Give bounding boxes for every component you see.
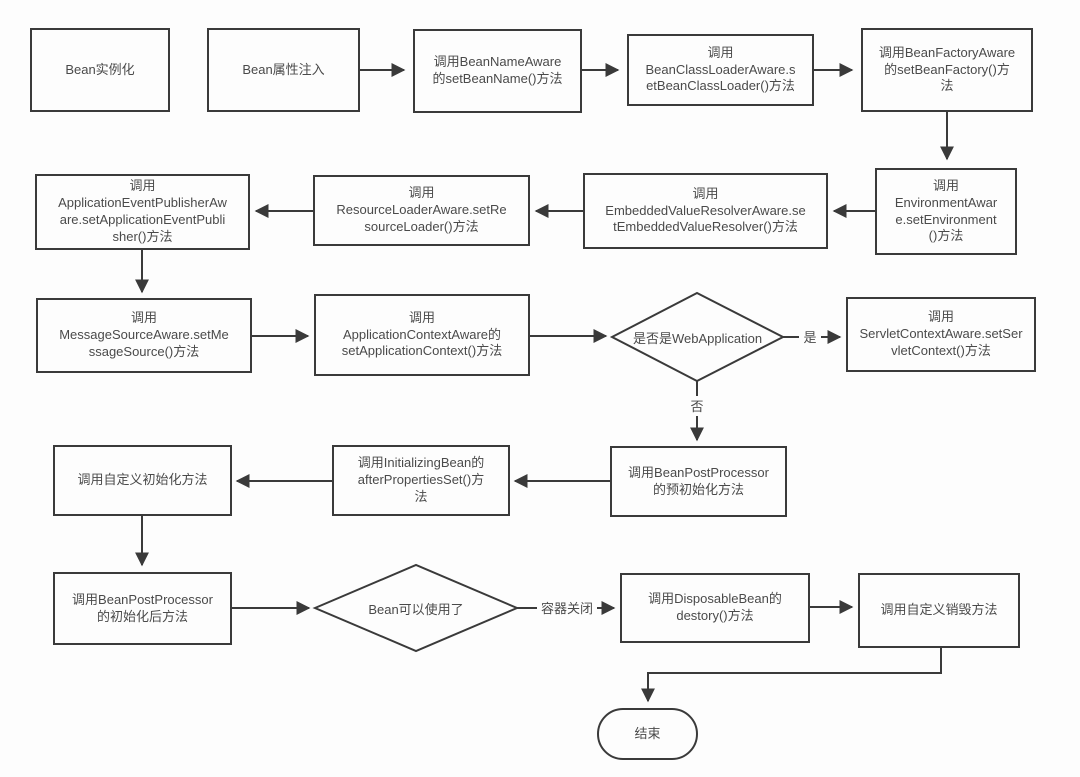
decision-bean-ready-label: Bean可以使用了: [368, 601, 464, 617]
node-disposable-bean: 调用DisposableBean的 destory()方法: [620, 573, 810, 643]
node-custom-init: 调用自定义初始化方法: [53, 445, 232, 516]
edge-label-no: 否: [686, 396, 708, 416]
node-bean-instantiation: Bean实例化: [30, 28, 170, 112]
node-application-context-aware: 调用 ApplicationContextAware的 setApplicati…: [314, 294, 530, 376]
node-bean-class-loader-aware: 调用 BeanClassLoaderAware.s etBeanClassLoa…: [627, 34, 814, 106]
node-message-source-aware: 调用 MessageSourceAware.setMe ssageSource(…: [36, 298, 252, 373]
edge-custom-destroy-to-end: [641, 648, 942, 703]
decision-is-web-application-shape: [609, 291, 786, 383]
node-bean-factory-aware: 调用BeanFactoryAware 的setBeanFactory()方 法: [861, 28, 1033, 112]
node-bean-post-processor-pre-init: 调用BeanPostProcessor 的预初始化方法: [610, 446, 787, 517]
node-initializing-bean: 调用InitializingBean的 afterPropertiesSet()…: [332, 445, 510, 516]
node-embedded-value-resolver-aware: 调用 EmbeddedValueResolverAware.se tEmbedd…: [583, 173, 828, 249]
edge-label-yes: 是: [799, 327, 821, 347]
node-bean-post-processor-post-init: 调用BeanPostProcessor 的初始化后方法: [53, 572, 232, 645]
node-resource-loader-aware: 调用 ResourceLoaderAware.setRe sourceLoade…: [313, 175, 530, 246]
node-environment-aware: 调用 EnvironmentAwar e.setEnvironment ()方法: [875, 168, 1017, 255]
decision-is-web-application-label: 是否是WebApplication: [632, 330, 763, 346]
node-application-event-publisher-aware: 调用 ApplicationEventPublisherAw are.setAp…: [35, 174, 250, 250]
node-servlet-context-aware: 调用 ServletContextAware.setSer vletContex…: [846, 297, 1036, 372]
decision-bean-ready-shape: [312, 563, 520, 653]
node-custom-destroy: 调用自定义销毁方法: [858, 573, 1020, 648]
node-bean-name-aware: 调用BeanNameAware 的setBeanName()方法: [413, 29, 582, 113]
node-end: 结束: [597, 708, 698, 760]
edge-label-container-closed: 容器关闭: [537, 598, 597, 618]
node-bean-property-injection: Bean属性注入: [207, 28, 360, 112]
